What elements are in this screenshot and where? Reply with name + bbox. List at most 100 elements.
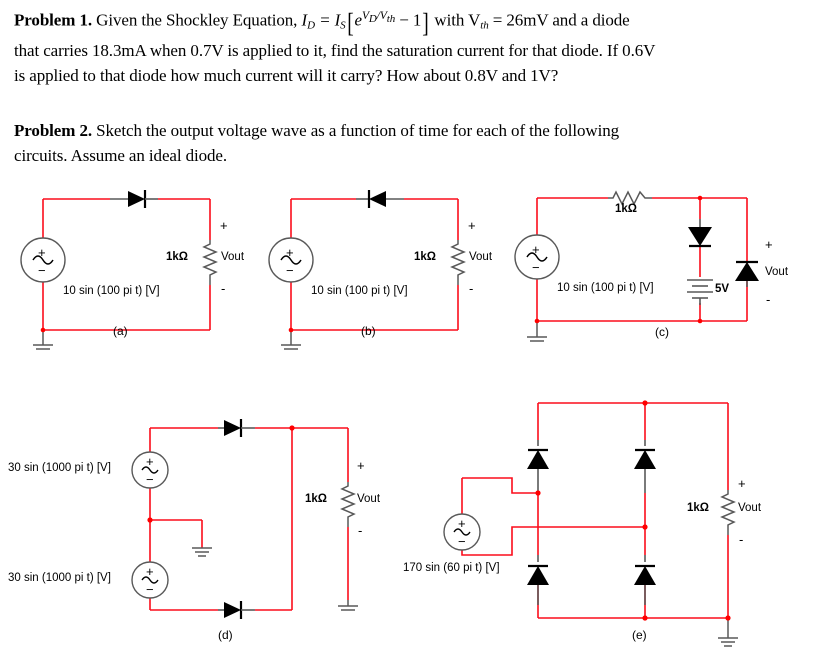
vout-plus-e: + <box>738 476 746 491</box>
node-dot <box>534 318 540 324</box>
source-label-a: 10 sin (100 pi t) [V] <box>63 285 160 297</box>
resistor-e <box>720 490 736 535</box>
source-label-d-bottom: 30 sin (1000 pi t) [V] <box>8 572 111 584</box>
problem-1-tail-1: with V <box>434 10 481 30</box>
node-dot <box>147 517 153 523</box>
source-plus-e: + <box>458 516 466 531</box>
circuit-b: + − 10 sin (100 pi t) [V] 1kΩ Vout + - (… <box>258 185 538 350</box>
source-minus-e: − <box>458 534 466 549</box>
diode-e-top-right <box>634 440 656 493</box>
problem-1-number: Problem 1. <box>14 10 93 30</box>
source-label-c: 10 sin (100 pi t) [V] <box>557 282 654 294</box>
resistor-b <box>450 240 466 285</box>
sine-glyph <box>141 466 159 474</box>
problem-2-text-1: Sketch the output voltage wave as a func… <box>96 121 619 140</box>
circuit-tag-b: (b) <box>361 324 376 338</box>
ground-a <box>33 330 53 350</box>
problem-1-line-3: is applied to that diode how much curren… <box>14 66 559 86</box>
problem-2-text: Problem 2. Sketch the output voltage wav… <box>14 118 824 168</box>
source-minus-c: − <box>532 260 540 275</box>
problem-2-number: Problem 2. <box>14 121 93 140</box>
diode-e-top-left <box>527 440 549 493</box>
node-dot <box>642 524 648 530</box>
node-dot <box>535 490 541 496</box>
circuit-e: + − 170 sin (60 pi t) [V] 1kΩ Vout + - (… <box>400 390 833 665</box>
circuit-c-schematic <box>514 190 759 342</box>
circuit-e-schematic <box>443 400 738 647</box>
source-label-e: 170 sin (60 pi t) [V] <box>403 562 500 574</box>
eq-IS: I <box>334 10 341 30</box>
sine-glyph <box>453 528 471 536</box>
vout-label-e: Vout <box>738 502 762 514</box>
source-plus-d-top: + <box>146 454 154 469</box>
vout-plus-b: + <box>468 218 476 233</box>
diode-d-bottom <box>218 601 255 619</box>
resistor-label-e: 1kΩ <box>687 502 710 514</box>
sine-glyph <box>32 255 54 265</box>
circuit-a-schematic <box>20 190 218 350</box>
source-label-d-top: 30 sin (1000 pi t) [V] <box>8 462 111 474</box>
resistor-label-a: 1kΩ <box>166 251 189 263</box>
vout-label-a: Vout <box>221 251 245 263</box>
eq-ID-sub: D <box>307 19 315 32</box>
problem-1-line-1: Problem 1. Given the Shockley Equation, … <box>14 4 824 38</box>
diode-a <box>110 190 158 208</box>
resistor-c <box>608 190 652 206</box>
eq-bracket-close: ] <box>422 7 430 38</box>
eq-ID: I <box>301 10 308 30</box>
ground-d-mid <box>192 547 212 557</box>
battery-label-c: 5V <box>715 283 730 295</box>
eq-exp-numerator-sub: D <box>368 13 377 26</box>
ground-c <box>527 321 547 342</box>
eq-exp-numerator: V <box>361 10 369 22</box>
eq-exp-slash: / <box>376 10 380 22</box>
diode-b <box>356 190 404 208</box>
node-dot <box>697 318 703 324</box>
resistor-label-b: 1kΩ <box>414 251 437 263</box>
vout-plus-c: + <box>765 237 773 252</box>
problem-1-text: Problem 1. Given the Shockley Equation, … <box>14 4 824 88</box>
problem-1-tail-2: = 26mV and a diode <box>492 10 630 30</box>
problem-1-line-2: that carries 18.3mA when 0.7V is applied… <box>14 41 656 61</box>
vout-minus-d: - <box>358 523 363 538</box>
resistor-a <box>202 240 218 285</box>
node-dot <box>725 615 731 621</box>
circuit-a: + − 10 sin (100 pi t) [V] 1kΩ Vout + - (… <box>0 185 280 350</box>
source-plus-b: + <box>286 245 294 260</box>
circuit-d-schematic <box>131 419 358 619</box>
sine-glyph <box>526 252 548 262</box>
circuit-tag-d: (d) <box>218 628 233 642</box>
ground-e <box>718 618 738 647</box>
diode-c-up <box>735 260 759 287</box>
problem-2-line-2: circuits. Assume an ideal diode. <box>14 146 228 165</box>
eq-minus-one: − 1 <box>399 10 422 30</box>
diode-e-bottom-right <box>634 555 656 605</box>
diode-d-top <box>218 419 255 437</box>
node-dot <box>288 327 294 333</box>
sine-glyph <box>141 576 159 584</box>
eq-exp-denominator: V <box>379 10 387 22</box>
battery-c <box>687 279 713 305</box>
vout-plus-d: + <box>357 458 365 473</box>
circuit-b-schematic <box>268 190 466 350</box>
source-label-b: 10 sin (100 pi t) [V] <box>311 285 408 297</box>
source-minus-d-bottom: − <box>146 582 154 597</box>
circuit-c: + − 10 sin (100 pi t) [V] 1kΩ 5V Vout + … <box>514 185 833 350</box>
vout-minus-c: - <box>766 292 771 307</box>
vout-minus-a: - <box>221 281 226 296</box>
diode-e-bottom-left <box>527 555 549 605</box>
vout-minus-b: - <box>469 281 474 296</box>
vout-plus-a: + <box>220 218 228 233</box>
eq-equals: = <box>319 10 331 30</box>
wire-src-top <box>462 477 538 494</box>
node-dot <box>642 615 648 621</box>
source-minus-b: − <box>286 263 294 278</box>
vout-minus-e: - <box>739 532 744 547</box>
node-dot <box>697 195 703 201</box>
eq-exp-denominator-sub: th <box>386 13 396 26</box>
source-minus-a: − <box>38 263 46 278</box>
vout-label-b: Vout <box>469 251 493 263</box>
circuit-tag-a: (a) <box>113 324 128 338</box>
source-plus-a: + <box>38 245 46 260</box>
diode-c-down <box>688 219 712 248</box>
